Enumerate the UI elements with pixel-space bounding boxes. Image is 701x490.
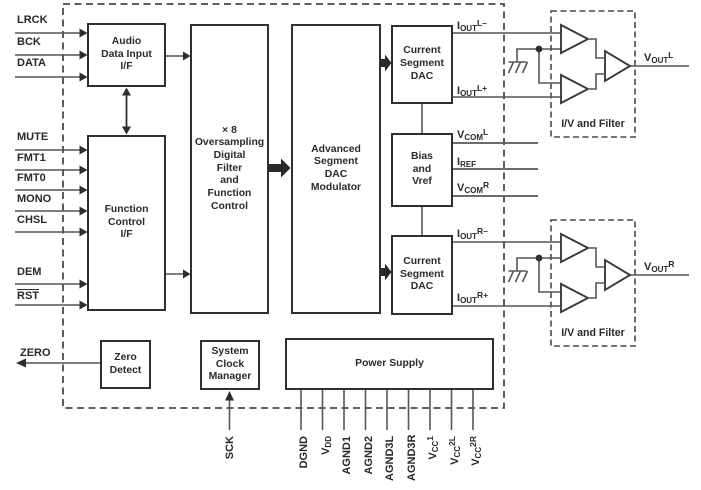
iv-filter-box-right <box>550 219 636 347</box>
left-input-arrowheads <box>16 28 88 368</box>
pin-label-agnd3l: AGND3L <box>384 435 396 481</box>
pin-label-dgnd: DGND <box>298 436 310 469</box>
block-dac-modulator: Advanced Segment DAC Modulator <box>291 24 381 314</box>
pin-label-agnd3r: AGND3R <box>405 434 418 481</box>
ground-icon <box>507 270 529 283</box>
junction-dot <box>535 254 543 262</box>
block-function-control: Function Control I/F <box>87 135 166 311</box>
bias-output-wires <box>453 142 538 197</box>
block-oversampling-filter: × 8 Oversampling Digital Filter and Func… <box>190 24 269 314</box>
block-audio-data-input: Audio Data Input I/F <box>87 23 166 87</box>
bidirectional-arrow <box>122 87 131 135</box>
block-zero-detect: Zero Detect <box>100 340 151 389</box>
pin-label-vcc1: VCC1 <box>425 436 440 460</box>
pin-label-zero: ZERO <box>20 347 51 359</box>
chip-boundary-box <box>62 3 505 409</box>
pin-label-iref: IREF <box>457 156 477 169</box>
pin-label-vcoml: VCOML <box>457 127 489 142</box>
block-bias-vref: Bias and Vref <box>391 133 453 207</box>
modulator-to-dacr-arrow <box>381 263 392 281</box>
pin-label-vcc2r: VCC2R <box>468 436 483 466</box>
output-label-voutr: VOUTR <box>644 259 675 274</box>
opamp-icons-left <box>560 23 632 105</box>
pin-label-mono: MONO <box>17 193 52 205</box>
iv-filter-box-left <box>550 10 636 138</box>
pin-label-sck: SCK <box>223 436 236 460</box>
right-channel-wires <box>453 241 689 307</box>
opamp-links-right <box>588 247 605 299</box>
thin-arrows <box>166 51 191 279</box>
pin-label-fmt0: FMT0 <box>17 172 46 184</box>
pin-label-ioutl-plus: IOUTL+ <box>457 83 488 98</box>
thick-arrows <box>269 54 392 281</box>
output-label-voutl: VOUTL <box>644 50 674 65</box>
pin-label-ioutr-minus: IOUTR– <box>457 226 488 241</box>
left-input-wires <box>15 32 100 364</box>
pin-label-lrck: LRCK <box>17 14 48 26</box>
ground-icon <box>507 61 529 74</box>
pin-label-vdd: VDD <box>319 436 333 455</box>
sck-wire <box>225 391 234 430</box>
block-system-clock-manager: System Clock Manager <box>200 340 260 390</box>
filter-to-modulator-arrow <box>269 158 291 178</box>
pin-label-agnd2: AGND2 <box>362 436 375 475</box>
pin-label-vcc2l: VCC2L <box>446 436 462 465</box>
pin-label-data: DATA <box>17 57 46 69</box>
pin-label-agnd1: AGND1 <box>341 436 353 475</box>
pin-label-mute: MUTE <box>17 131 49 143</box>
zero-out-arrowhead <box>16 358 26 368</box>
modulator-to-dacl-arrow <box>381 54 392 72</box>
block-current-dac-left: Current Segment DAC <box>391 25 453 104</box>
block-current-dac-right: Current Segment DAC <box>391 235 453 315</box>
junction-dot <box>535 45 543 53</box>
pin-label-ioutl-minus: IOUTL– <box>457 18 487 33</box>
pin-label-chsl: CHSL <box>17 214 47 226</box>
left-channel-wires <box>453 32 689 98</box>
opamp-links-left <box>588 38 605 90</box>
pin-label-fmt1: FMT1 <box>17 152 46 164</box>
iv-filter-caption-right: I/V and Filter <box>561 327 625 339</box>
opamp-icons-right <box>560 232 632 314</box>
power-pin-lines <box>300 390 474 430</box>
iv-filter-caption-left: I/V and Filter <box>561 118 625 130</box>
block-power-supply: Power Supply <box>285 338 494 390</box>
pin-label-bck: BCK <box>17 36 41 48</box>
pin-label-vcomr: VCOMR <box>457 180 490 195</box>
pin-label-rst: RST <box>17 289 39 302</box>
pin-label-dem: DEM <box>17 266 42 278</box>
pin-label-ioutr-plus: IOUTR+ <box>457 290 489 305</box>
